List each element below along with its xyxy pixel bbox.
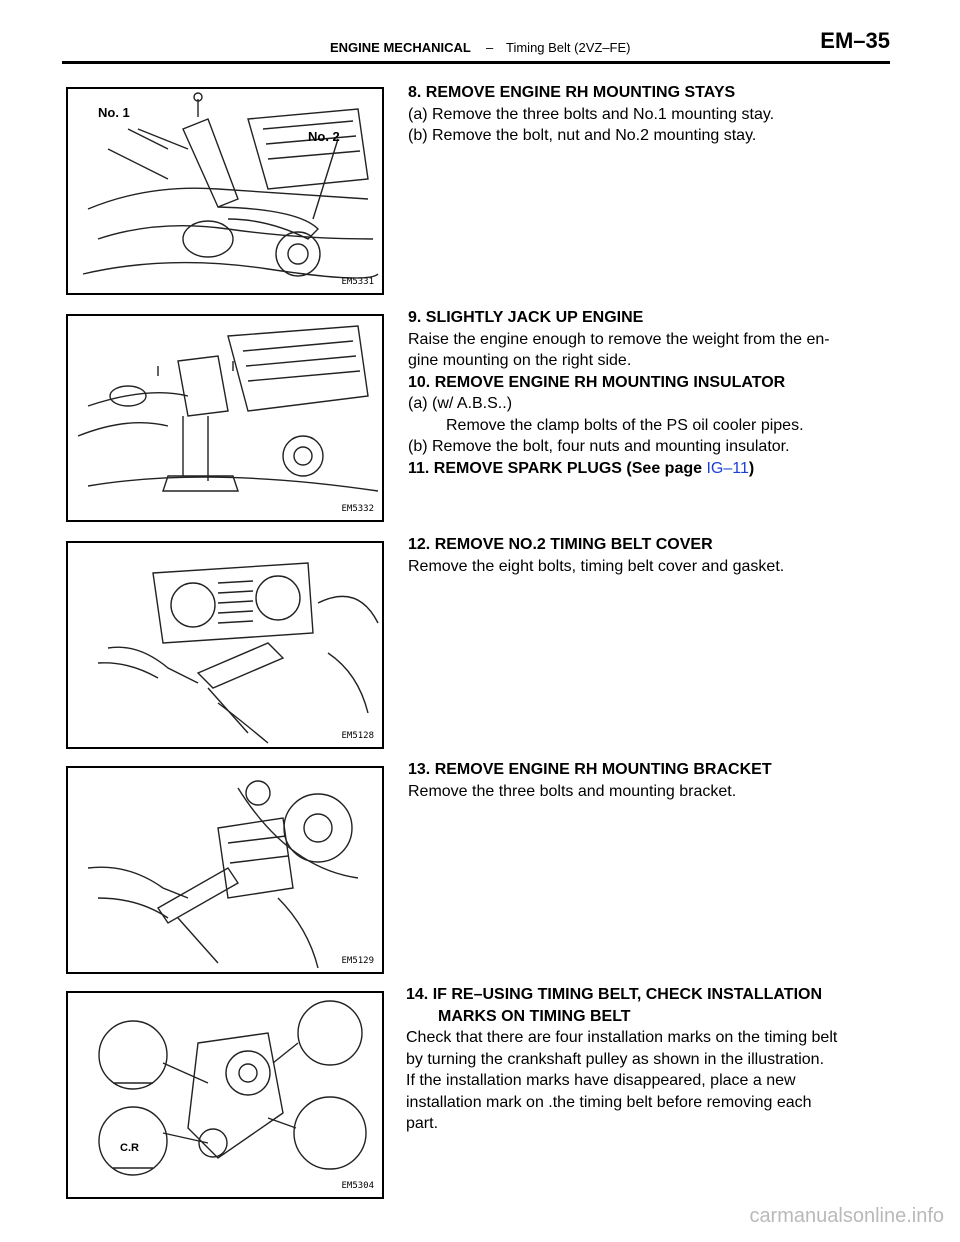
- figure-code: EM5128: [341, 731, 374, 741]
- header-separator: –: [486, 40, 494, 55]
- step-9-11-block: 9. SLIGHTLY JACK UP ENGINE Raise the eng…: [408, 307, 878, 479]
- figure-label-no2: No. 2: [308, 129, 340, 144]
- figure-mounting-stays-drawing: No. 1 No. 2: [82, 92, 379, 279]
- figure-code: EM5332: [341, 504, 374, 514]
- watermark: carmanualsonline.info: [749, 1205, 944, 1227]
- step-11-title-suffix: ): [748, 459, 755, 477]
- step-10-a-label: (a) (w/ A.B.S..): [408, 395, 513, 412]
- figure-timing-belt-cover-drawing: [97, 562, 379, 744]
- figure-mounting-stays: No. 1 No. 2 EM5331: [66, 87, 384, 295]
- step-12-title: 12. REMOVE NO.2 TIMING BELT COVER: [408, 536, 713, 553]
- step-8-title: 8. REMOVE ENGINE RH MOUNTING STAYS: [408, 84, 736, 101]
- step-14-line-1: Check that there are four installation m…: [406, 1029, 838, 1046]
- figure-mounting-bracket-drawing: [87, 780, 359, 969]
- step-13-block: 13. REMOVE ENGINE RH MOUNTING BRACKET Re…: [408, 759, 878, 802]
- figure-jack-up-engine-drawing: [77, 325, 379, 492]
- step-14-line-4: installation mark on .the timing belt be…: [406, 1093, 812, 1111]
- step-9-title: 9. SLIGHTLY JACK UP ENGINE: [408, 309, 644, 326]
- header-rule: [62, 61, 890, 64]
- figure-code: EM5331: [341, 277, 374, 287]
- step-11-title-prefix: 11. REMOVE SPARK PLUGS (See page: [408, 459, 707, 477]
- step-14-title-line-2: MARKS ON TIMING BELT: [438, 1007, 631, 1025]
- page-number: EM–35: [820, 28, 890, 53]
- header-section: ENGINE MECHANICAL: [330, 40, 471, 55]
- step-8-b: (b) Remove the bolt, nut and No.2 mounti…: [408, 127, 757, 144]
- figure-jack-up-engine: EM5332: [66, 314, 384, 522]
- figure-timing-belt-cover: EM5128: [66, 541, 384, 749]
- step-14-line-5: part.: [406, 1115, 439, 1132]
- figure-code: EM5304: [341, 1181, 374, 1191]
- step-12-body: Remove the eight bolts, timing belt cove…: [408, 557, 785, 575]
- step-9-body-line-2: gine mounting on the right side.: [408, 352, 632, 369]
- step-8-a: (a) Remove the three bolts and No.1 moun…: [408, 105, 775, 123]
- header-subsection: Timing Belt (2VZ–FE): [506, 40, 631, 55]
- step-14-line-3: If the installation marks have disappear…: [406, 1072, 796, 1089]
- step-14-block: 14. IF RE–USING TIMING BELT, CHECK INSTA…: [406, 984, 876, 1135]
- figure-installation-marks-drawing: C.R: [98, 1000, 367, 1176]
- figure-label-no1: No. 1: [98, 105, 130, 120]
- step-9-body-line-1: Raise the engine enough to remove the we…: [408, 330, 830, 348]
- step-13-body: Remove the three bolts and mounting brac…: [408, 782, 737, 800]
- step-8-block: 8. REMOVE ENGINE RH MOUNTING STAYS (a) R…: [408, 82, 878, 147]
- step-10-title: 10. REMOVE ENGINE RH MOUNTING INSULATOR: [408, 373, 786, 391]
- step-11-title: 11. REMOVE SPARK PLUGS (See page IG–11): [408, 458, 878, 480]
- step-13-title: 13. REMOVE ENGINE RH MOUNTING BRACKET: [408, 761, 772, 778]
- step-14-line-2: by turning the crankshaft pulley as show…: [406, 1050, 825, 1068]
- figure-installation-marks: C.R EM5304: [66, 991, 384, 1199]
- step-10-a-text: Remove the clamp bolts of the PS oil coo…: [446, 416, 804, 434]
- page-link-ig11[interactable]: IG–11: [706, 459, 749, 477]
- figure-label-cr: C.R: [120, 1142, 139, 1154]
- step-12-block: 12. REMOVE NO.2 TIMING BELT COVER Remove…: [408, 534, 878, 577]
- figure-mounting-bracket: EM5129: [66, 766, 384, 974]
- figure-code: EM5129: [341, 956, 374, 966]
- step-10-b: (b) Remove the bolt, four nuts and mount…: [408, 438, 790, 455]
- step-14-title-line-1: 14. IF RE–USING TIMING BELT, CHECK INSTA…: [406, 986, 823, 1003]
